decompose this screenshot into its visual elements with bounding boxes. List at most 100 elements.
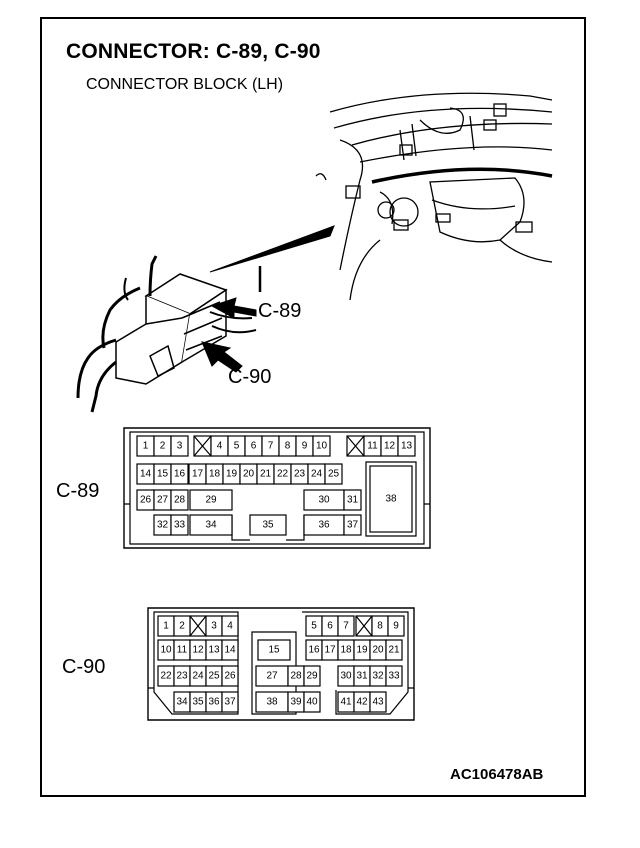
- diagram-frame: [40, 17, 586, 797]
- pin-number: 17: [192, 469, 204, 480]
- page-title: CONNECTOR: C-89, C-90: [66, 40, 321, 63]
- location-pointer-wedge: [209, 225, 335, 273]
- pin-number: 2: [160, 441, 166, 452]
- pin-number: 22: [160, 671, 172, 682]
- pin-cavity: [337, 615, 355, 637]
- pin-cavity: [170, 435, 189, 457]
- pin-number: 31: [356, 671, 368, 682]
- pin-number: 25: [208, 671, 220, 682]
- pin-number: 33: [174, 520, 186, 531]
- connector-location-subtitle: CONNECTOR BLOCK (LH): [86, 76, 284, 93]
- connector-block-illustration: [76, 255, 262, 413]
- pin-number: 39: [290, 697, 302, 708]
- pin-number: 7: [343, 621, 349, 632]
- pin-cavity: [343, 514, 362, 536]
- pin-number: 26: [140, 495, 152, 506]
- pin-number: 9: [393, 621, 399, 632]
- c89-face-label: C-89: [56, 480, 100, 502]
- pin-number: 12: [192, 645, 204, 656]
- pin-cavity: [385, 665, 403, 687]
- pin-number: 13: [208, 645, 220, 656]
- pin-cavity: [387, 615, 405, 637]
- pin-number: 16: [174, 469, 186, 480]
- pin-number: 22: [277, 469, 289, 480]
- pin-number: 31: [347, 495, 359, 506]
- pin-number: 21: [260, 469, 272, 480]
- pin-number: 29: [306, 671, 318, 682]
- pin-number: 4: [217, 441, 223, 452]
- pin-number: 18: [340, 645, 352, 656]
- pin-cavity: [385, 639, 403, 661]
- pin-number: 1: [143, 441, 149, 452]
- pin-number: 30: [340, 671, 352, 682]
- pin-number: 19: [226, 469, 238, 480]
- pin-number: 26: [224, 671, 236, 682]
- pin-number: 3: [211, 621, 217, 632]
- pin-number: 17: [324, 645, 336, 656]
- pin-number: 12: [384, 441, 396, 452]
- pin-number: 20: [372, 645, 384, 656]
- pin-number: 18: [209, 469, 221, 480]
- pin-number: 33: [388, 671, 400, 682]
- c90-housing-detail: [251, 631, 297, 715]
- pin-number: 9: [302, 441, 308, 452]
- pin-number: 32: [157, 520, 169, 531]
- pin-number: 25: [328, 469, 340, 480]
- pin-cavity: [170, 514, 189, 536]
- pin-number: 40: [306, 697, 318, 708]
- pin-number: 10: [316, 441, 328, 452]
- pin-number: 14: [140, 469, 152, 480]
- pin-number: 13: [401, 441, 413, 452]
- pin-cavity: [303, 665, 321, 687]
- pin-number: 5: [234, 441, 240, 452]
- pin-number: 34: [176, 697, 188, 708]
- pin-number: 15: [268, 645, 280, 656]
- pin-cavity: [170, 489, 189, 511]
- pin-number: 6: [251, 441, 257, 452]
- pin-number: 7: [268, 441, 274, 452]
- c89-callout-arrow: [210, 297, 257, 319]
- pin-cavity: [343, 489, 362, 511]
- c89-callout-label: C-89: [258, 300, 302, 322]
- pin-cavity: [249, 514, 287, 536]
- figure-code: AC106478AB: [450, 766, 544, 783]
- pin-number: 38: [385, 494, 397, 505]
- pin-number: 20: [243, 469, 255, 480]
- c90-callout-label: C-90: [228, 366, 272, 388]
- pin-number: 1: [163, 621, 169, 632]
- pin-number: 37: [224, 697, 236, 708]
- pin-cavity: [397, 435, 416, 457]
- c90-face-label: C-90: [62, 656, 106, 678]
- unused-cavity-cross: [346, 435, 365, 457]
- pin-number: 28: [174, 495, 186, 506]
- pin-number: 3: [177, 441, 183, 452]
- callout-arrows: [201, 297, 257, 373]
- pin-number: 35: [192, 697, 204, 708]
- pin-number: 43: [372, 697, 384, 708]
- unused-cavity-cross: [355, 615, 373, 637]
- pin-number: 11: [367, 441, 378, 452]
- unused-cavity-cross: [193, 435, 212, 457]
- pin-cavity: [221, 639, 239, 661]
- pin-number: 41: [340, 697, 352, 708]
- pin-number: 30: [318, 495, 330, 506]
- pin-cavity: [189, 514, 233, 536]
- pin-cavity: [369, 691, 387, 713]
- c89-housing-detail: [365, 461, 417, 537]
- pin-cavity: [257, 639, 291, 661]
- pin-number: 16: [308, 645, 320, 656]
- pin-number: 27: [266, 671, 278, 682]
- pin-number: 5: [311, 621, 317, 632]
- pin-cavity: [221, 665, 239, 687]
- pin-number: 15: [157, 469, 169, 480]
- pin-number: 38: [266, 697, 278, 708]
- pin-number: 19: [356, 645, 368, 656]
- c90-housing-detail: [153, 611, 239, 715]
- pin-number: 42: [356, 697, 368, 708]
- c90-callout-arrow: [201, 341, 243, 373]
- pin-number: 27: [157, 495, 169, 506]
- c89-housing-detail: [129, 431, 425, 545]
